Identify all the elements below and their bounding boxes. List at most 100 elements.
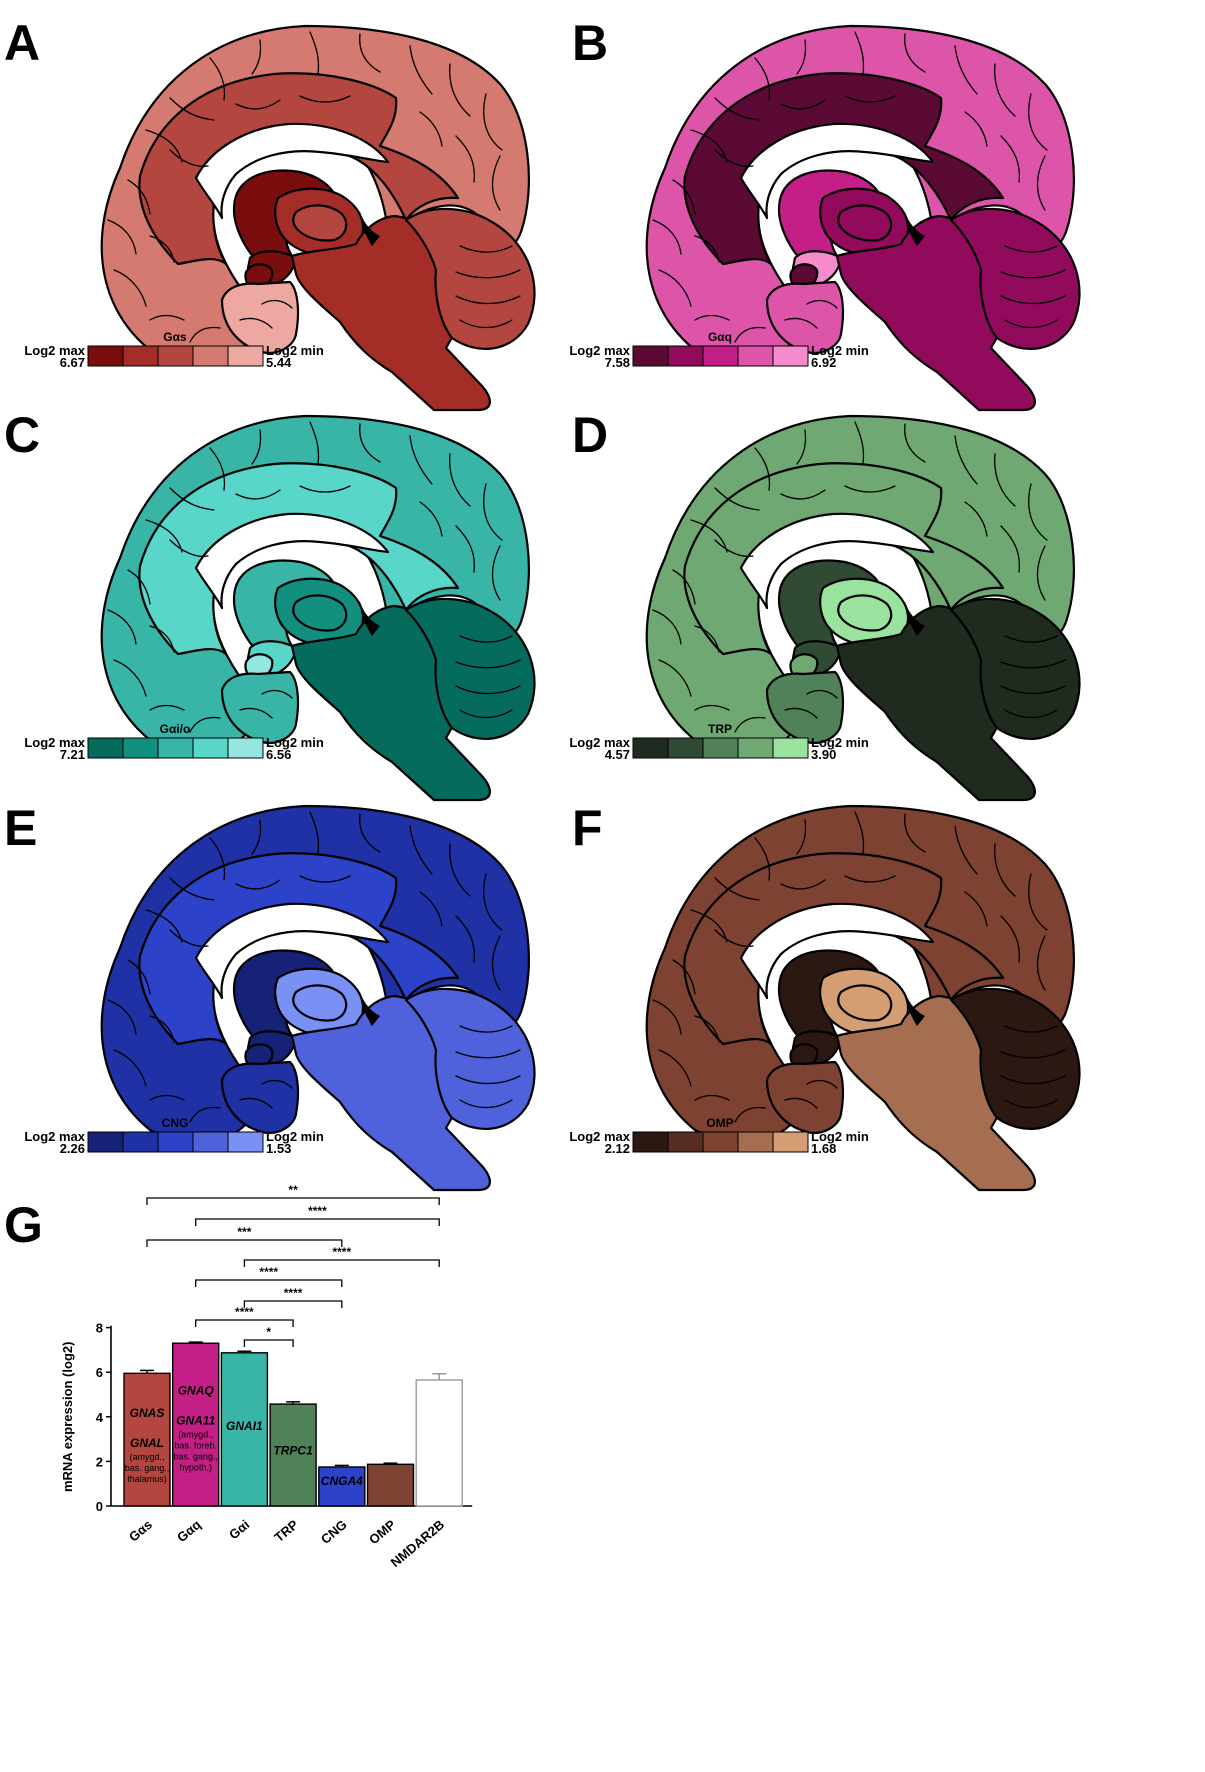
region-hippocampus	[765, 280, 845, 354]
legend-swatch	[667, 1131, 704, 1153]
bar-nmdar2b	[415, 1379, 463, 1507]
region-cerebellum	[404, 207, 536, 351]
legend-swatch	[632, 345, 669, 367]
panel-letter: C	[4, 407, 40, 463]
legend-swatch	[192, 737, 229, 759]
gene-note: (amygd.,	[129, 1452, 164, 1462]
gene-note: bas. gang.,	[173, 1452, 218, 1462]
y-tick-label: 2	[96, 1454, 103, 1469]
legend-title: Gαi/o	[160, 722, 191, 736]
legend-title: OMP	[706, 1116, 733, 1130]
panel-letter: G	[4, 1197, 43, 1253]
bar-omp	[366, 1463, 415, 1507]
significance-label: ****	[235, 1305, 254, 1319]
significance-bracket	[195, 1319, 294, 1327]
x-tick-label: CNG	[318, 1517, 350, 1547]
panel-letter: E	[4, 800, 37, 856]
legend-max-label: Log2 max	[569, 1129, 630, 1144]
legend-title: TRP	[708, 722, 732, 736]
legend-title: Gαq	[708, 330, 732, 344]
legend-swatch	[192, 1131, 229, 1153]
significance-bracket	[146, 1239, 343, 1247]
significance-bracket	[243, 1300, 343, 1308]
region-cerebellum	[404, 597, 536, 741]
legend-swatch	[667, 345, 704, 367]
region-thal-inner	[837, 984, 893, 1022]
legend-max-value: 7.58	[605, 355, 630, 370]
brain-sagittal-map	[100, 24, 536, 412]
significance-bracket	[243, 1339, 294, 1347]
legend-title: Gαs	[163, 330, 187, 344]
significance-label: ****	[308, 1204, 327, 1218]
legend-swatch	[772, 345, 809, 367]
x-tick-label: Gαq	[174, 1517, 204, 1545]
legend-swatch	[122, 1131, 159, 1153]
legend-swatch	[122, 737, 159, 759]
brain-panel-e: E	[4, 800, 536, 1192]
y-tick-label: 4	[96, 1410, 104, 1425]
brain-sagittal-map	[645, 24, 1081, 412]
region-hippocampus	[765, 670, 845, 744]
brain-sagittal-map	[645, 804, 1081, 1192]
legend-swatch	[87, 1131, 124, 1153]
region-hippocampus	[765, 1060, 845, 1134]
region-cerebellum	[949, 987, 1081, 1131]
region-cerebellum	[949, 207, 1081, 351]
significance-bracket	[243, 1259, 440, 1267]
significance-bracket	[146, 1197, 440, 1205]
gene-label: TRPC1	[273, 1444, 313, 1458]
region-cingulate	[138, 72, 460, 266]
significance-label: ***	[237, 1225, 251, 1239]
legend-swatch	[157, 345, 194, 367]
legend-swatch	[667, 737, 704, 759]
legend-swatch	[737, 1131, 774, 1153]
legend-swatch	[87, 737, 124, 759]
legend-swatch	[157, 737, 194, 759]
legend-swatch	[737, 737, 774, 759]
region-thal-inner	[292, 204, 348, 242]
legend-swatch	[702, 737, 739, 759]
legend-min-value: 3.90	[811, 747, 836, 762]
region-thal-inner	[837, 594, 893, 632]
gene-label: CNGA4	[321, 1474, 363, 1488]
region-cingulate	[138, 852, 460, 1046]
legend-max-label: Log2 max	[569, 343, 630, 358]
legend-swatch	[227, 737, 264, 759]
panel-letter: B	[572, 15, 608, 71]
legend-swatch	[157, 1131, 194, 1153]
region-cingulate	[683, 462, 1005, 656]
legend-swatch	[772, 737, 809, 759]
legend-min-value: 1.53	[266, 1141, 291, 1156]
bar-cng	[318, 1466, 366, 1507]
region-cingulate	[138, 462, 460, 656]
significance-label: ****	[284, 1286, 303, 1300]
bar-gαq	[171, 1342, 220, 1507]
legend-max-value: 2.12	[605, 1141, 630, 1156]
gene-note: bas. gang.,	[125, 1463, 170, 1473]
panel-letter: A	[4, 15, 40, 71]
legend-max-value: 2.26	[60, 1141, 85, 1156]
legend-min-value: 6.92	[811, 355, 836, 370]
legend-max-value: 7.21	[60, 747, 85, 762]
legend-max-label: Log2 max	[24, 735, 85, 750]
legend-max-label: Log2 max	[569, 735, 630, 750]
legend-min-label: Log2 min	[811, 735, 869, 750]
brain-panel-f: F	[569, 800, 1081, 1192]
gene-note: bas. foreb.	[174, 1441, 217, 1451]
region-hippocampus	[220, 1060, 300, 1134]
gene-label: GNAS	[130, 1406, 165, 1420]
legend-min-label: Log2 min	[266, 343, 324, 358]
legend-swatch	[632, 1131, 669, 1153]
legend-min-label: Log2 min	[266, 735, 324, 750]
y-tick-label: 6	[96, 1365, 103, 1380]
legend-max-value: 6.67	[60, 355, 85, 370]
legend-swatch	[632, 737, 669, 759]
brain-panel-d: D	[569, 407, 1081, 802]
brain-sagittal-map	[100, 414, 536, 802]
